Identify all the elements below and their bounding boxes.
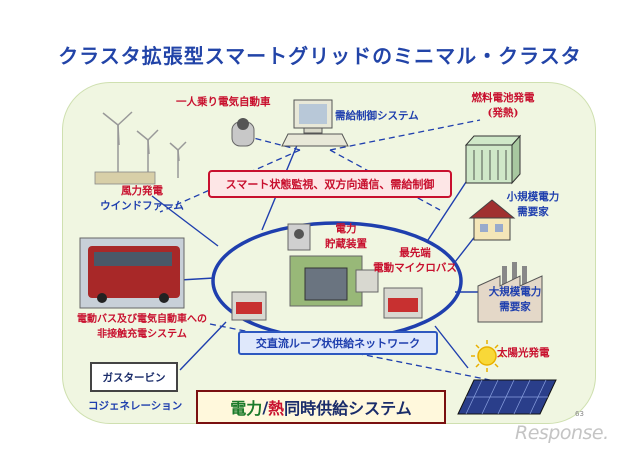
loop-network-band: 交直流ループ状供給ネットワーク [238, 331, 438, 355]
gas-turbine-box: ガスタービン [90, 362, 178, 392]
label-supply-control: 需給制御システム [335, 110, 419, 122]
power-heat-band: 電力/熱同時供給システム [196, 390, 446, 424]
label-fuel-cell-line2: (発熱) [487, 107, 519, 119]
label-storage: 電力 貯蔵装置 [316, 222, 376, 252]
power-heat-part2: 熱 [268, 399, 285, 418]
microbus-photo-top [355, 269, 379, 293]
label-microbus-line2: 電動マイクロバス [373, 262, 457, 274]
smart-monitoring-band: スマート状態監視、双方向通信、需給制御 [208, 170, 452, 198]
response-logo: Response. [515, 422, 609, 444]
power-heat-part1: 電力 [230, 399, 263, 418]
electric-bus-photo [79, 237, 185, 309]
label-storage-line1: 電力 [335, 223, 357, 235]
ev-small-photo [287, 223, 311, 251]
power-heat-part3: 同時供給システム [284, 399, 412, 418]
factory-icon [477, 262, 543, 323]
label-small-consumer-line1: 小規模電力 [506, 191, 560, 203]
label-wind-line1: 風力発電 [121, 185, 163, 197]
label-storage-line2: 貯蔵装置 [325, 238, 367, 250]
label-contactless-line2: 非接触充電システム [97, 329, 187, 340]
label-microbus: 最先端 電動マイクロバス [370, 246, 460, 276]
label-large-consumer-line2: 需要家 [499, 301, 531, 313]
microbus-photo-left [231, 291, 267, 321]
storage-unit-photo [289, 255, 363, 307]
fuel-cell-icon [464, 134, 522, 185]
computer-icon [281, 99, 349, 147]
label-cogeneration: コジェネレーション [88, 400, 183, 412]
page-number: 63 [575, 410, 584, 418]
label-contactless-line1: 電動バス及び電気自動車への [77, 314, 207, 325]
label-contactless-charging: 電動バス及び電気自動車への 非接触充電システム [70, 312, 214, 342]
label-fuel-cell: 燃料電池発電 (発熱) [463, 91, 543, 121]
label-small-consumer: 小規模電力 需要家 [497, 190, 569, 220]
page-title: クラスタ拡張型スマートグリッドのミニマル・クラスタ [58, 44, 582, 68]
label-wind-line2: ウインドファーム [100, 200, 184, 212]
label-wind: 風力発電 ウインドファーム [92, 184, 192, 214]
single-seat-ev-icon [231, 118, 255, 147]
label-single-ev: 一人乗り電気自動車 [176, 96, 271, 108]
microbus-photo-right [383, 287, 423, 319]
label-large-consumer: 大規模電力 需要家 [482, 285, 548, 315]
house-icon [468, 199, 516, 241]
label-solar: 太陽光発電 [497, 347, 550, 359]
sun-icon [471, 340, 503, 372]
wind-turbine-icon [102, 111, 187, 178]
solar-panel-icon [457, 379, 557, 415]
label-microbus-line1: 最先端 [399, 247, 431, 259]
label-fuel-cell-line1: 燃料電池発電 [471, 92, 535, 104]
label-large-consumer-line1: 大規模電力 [488, 286, 542, 298]
power-heat-slash: / [262, 397, 269, 417]
label-small-consumer-line2: 需要家 [517, 206, 549, 218]
